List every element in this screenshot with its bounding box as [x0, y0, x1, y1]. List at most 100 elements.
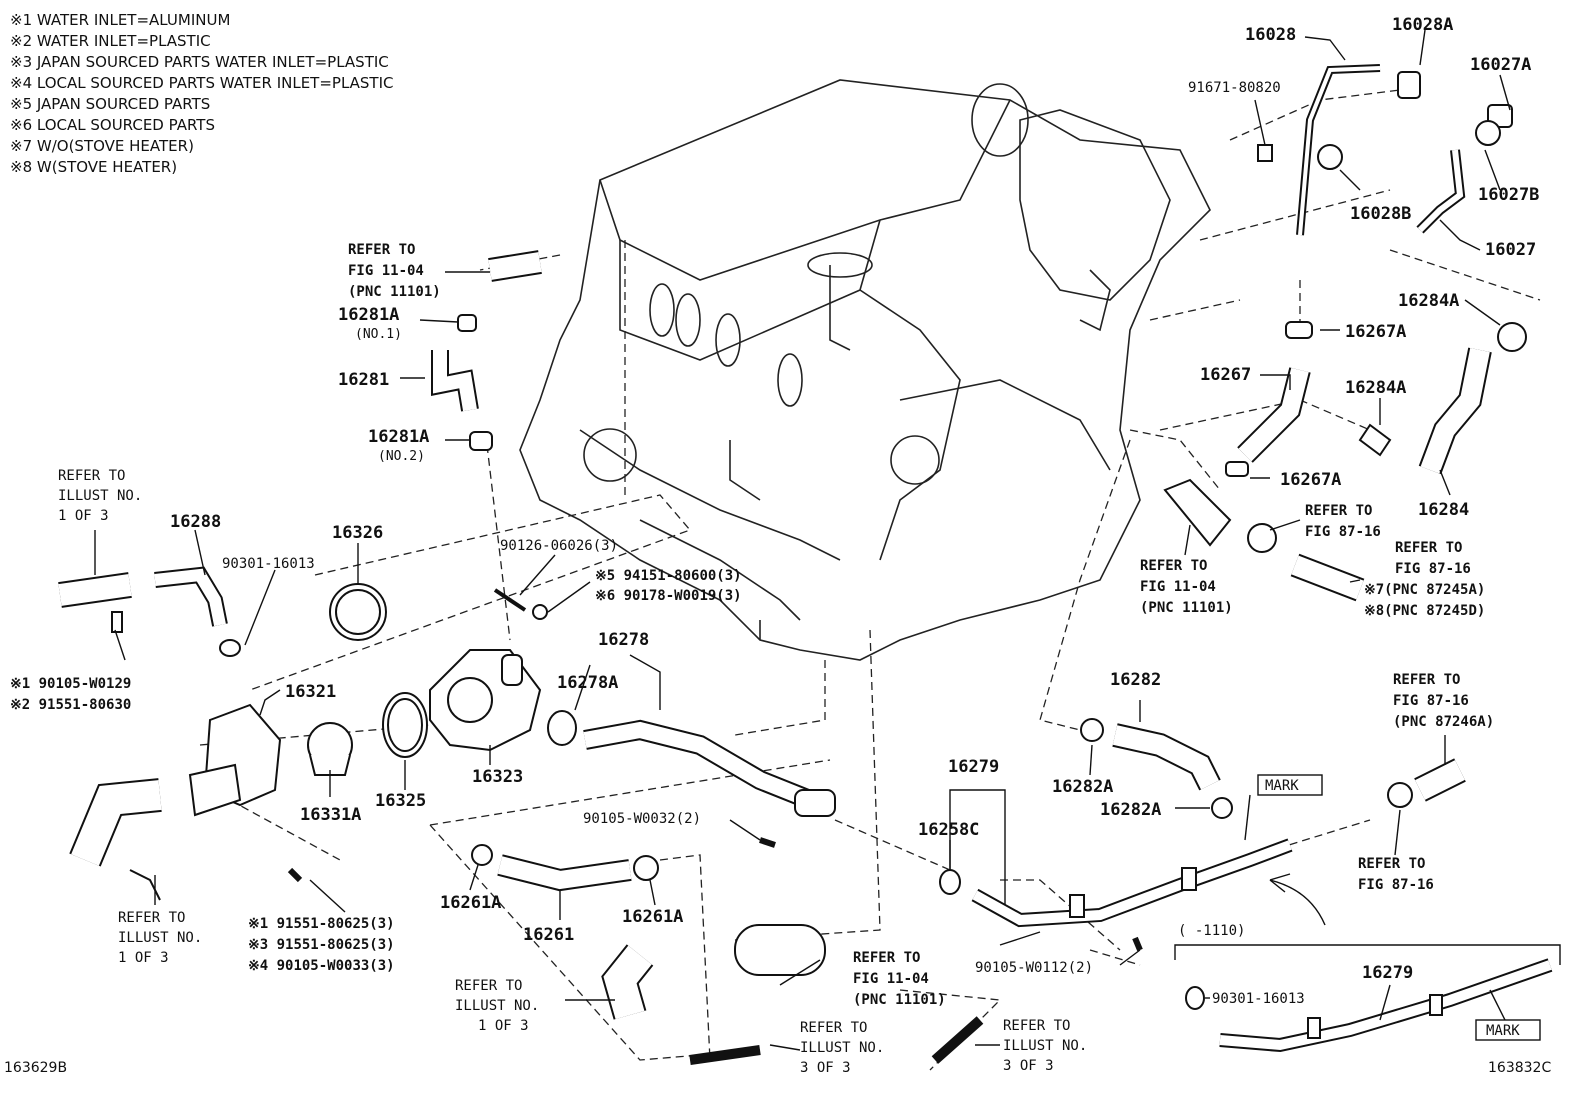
mark-label-inset: MARK — [1486, 1023, 1520, 1039]
label-16028A: 16028A — [1392, 15, 1453, 35]
label-90105-W0032: 90105-W0032(2) — [583, 811, 701, 827]
ref-fig87-d-line2: FIG 87-16 — [1358, 877, 1434, 893]
ref-fig87-c-line2: FIG 87-16 — [1393, 693, 1469, 709]
label-91551-80625-b: ※3 91551-80625(3) — [248, 937, 395, 953]
label-16284A-top: 16284A — [1398, 291, 1459, 311]
illust-c-line3: 1 OF 3 — [478, 1018, 529, 1034]
ref-top-line1: REFER TO — [348, 242, 415, 258]
illust-d-line2: ILLUST NO. — [800, 1040, 884, 1056]
illust-a-line2: ILLUST NO. — [58, 488, 142, 504]
inset-label-16279: 16279 — [1362, 963, 1413, 983]
ref-fig87-a-line2: FIG 87-16 — [1305, 524, 1381, 540]
legend-note-6: ※6 LOCAL SOURCED PARTS — [10, 116, 215, 134]
ref-fig87-c-line1: REFER TO — [1393, 672, 1460, 688]
legend-notes: ※1 WATER INLET=ALUMINUM ※2 WATER INLET=P… — [10, 10, 394, 178]
label-16288: 16288 — [170, 512, 221, 532]
ref-fig87-b-line3: ※7(PNC 87245A) — [1364, 582, 1485, 598]
illust-c-line2: ILLUST NO. — [455, 998, 539, 1014]
part-labels: 16028 16028A 16027A 91671-80820 16027B 1… — [10, 15, 1539, 1076]
illustration-code-left: 163629B — [4, 1060, 68, 1076]
ref-fig11-b-line2: FIG 11-04 — [853, 971, 929, 987]
label-16325: 16325 — [375, 791, 426, 811]
legend-note-1: ※1 WATER INLET=ALUMINUM — [10, 11, 231, 29]
label-16281: 16281 — [338, 370, 389, 390]
illust-b-line2: ILLUST NO. — [118, 930, 202, 946]
label-16027B: 16027B — [1478, 185, 1539, 205]
label-90105-W0129: ※1 90105-W0129 — [10, 676, 131, 692]
label-16267A-mid: 16267A — [1280, 470, 1341, 490]
label-16261A-b: 16261A — [622, 907, 683, 927]
illust-e-line2: ILLUST NO. — [1003, 1038, 1087, 1054]
label-90105-W0033: ※4 90105-W0033(3) — [248, 958, 395, 974]
illust-e-line1: REFER TO — [1003, 1018, 1070, 1034]
ref-fig87-b-line1: REFER TO — [1395, 540, 1462, 556]
label-16331A: 16331A — [300, 805, 361, 825]
label-16281A-no1-sub: (NO.1) — [355, 327, 402, 342]
legend-note-5: ※5 JAPAN SOURCED PARTS — [10, 95, 211, 113]
illust-b-line3: 1 OF 3 — [118, 950, 169, 966]
label-16027: 16027 — [1485, 240, 1536, 260]
ref-top-line3: (PNC 11101) — [348, 284, 441, 300]
label-91551-80630: ※2 91551-80630 — [10, 697, 131, 713]
label-90126-06026: 90126-06026(3) — [500, 538, 618, 554]
ref-fig87-b-line4: ※8(PNC 87245D) — [1364, 603, 1485, 619]
label-16028: 16028 — [1245, 25, 1296, 45]
leader-lines — [94, 29, 1511, 1051]
inset-label-90301-16013: 90301-16013 — [1212, 991, 1305, 1007]
label-16028B: 16028B — [1350, 204, 1411, 224]
illust-a-line1: REFER TO — [58, 468, 125, 484]
illust-d-line3: 3 OF 3 — [800, 1060, 851, 1076]
ref-fig87-a-line1: REFER TO — [1305, 503, 1372, 519]
label-16321: 16321 — [285, 682, 336, 702]
illust-b-line1: REFER TO — [118, 910, 185, 926]
illust-a-line3: 1 OF 3 — [58, 508, 109, 524]
ref-fig87-d-line1: REFER TO — [1358, 856, 1425, 872]
label-16027A: 16027A — [1470, 55, 1531, 75]
label-16281A-no1: 16281A — [338, 305, 399, 325]
label-16281A-no2: 16281A — [368, 427, 429, 447]
legend-note-3: ※3 JAPAN SOURCED PARTS WATER INLET=PLAST… — [10, 53, 389, 71]
mark-box-main — [1257, 774, 1323, 796]
mark-label-main: MARK — [1265, 778, 1299, 794]
legend-note-4: ※4 LOCAL SOURCED PARTS WATER INLET=PLAST… — [10, 74, 394, 92]
label-16282A-b: 16282A — [1100, 800, 1161, 820]
illust-d-line1: REFER TO — [800, 1020, 867, 1036]
inset-range: ( -1110) — [1178, 923, 1245, 939]
label-16258C: 16258C — [918, 820, 979, 840]
label-16279: 16279 — [948, 757, 999, 777]
ref-fig87-c-line3: (PNC 87246A) — [1393, 714, 1494, 730]
label-16278: 16278 — [598, 630, 649, 650]
label-16282A-a: 16282A — [1052, 777, 1113, 797]
label-90178-W0019: ※6 90178-W0019(3) — [595, 588, 742, 604]
parts — [58, 64, 1561, 1065]
ref-fig11-r-line2: FIG 11-04 — [1140, 579, 1216, 595]
ref-fig11-b-line1: REFER TO — [853, 950, 920, 966]
ref-fig87-b-line2: FIG 87-16 — [1395, 561, 1471, 577]
legend-note-2: ※2 WATER INLET=PLASTIC — [10, 32, 211, 50]
mark-box-inset — [1475, 1019, 1541, 1041]
label-91551-80625-a: ※1 91551-80625(3) — [248, 916, 395, 932]
ref-top-line2: FIG 11-04 — [348, 263, 424, 279]
illustration-code-right: 163832C — [1488, 1060, 1552, 1076]
label-16278A: 16278A — [557, 673, 618, 693]
label-16281A-no2-sub: (NO.2) — [378, 449, 425, 464]
label-91671-80820: 91671-80820 — [1188, 80, 1281, 96]
label-16323: 16323 — [472, 767, 523, 787]
label-16267A-top: 16267A — [1345, 322, 1406, 342]
illust-e-line3: 3 OF 3 — [1003, 1058, 1054, 1074]
ref-fig11-b-line3: (PNC 11101) — [853, 992, 946, 1008]
legend-note-8: ※8 W(STOVE HEATER) — [10, 158, 178, 176]
label-16261A-a: 16261A — [440, 893, 501, 913]
legend-note-7: ※7 W/O(STOVE HEATER) — [10, 137, 194, 155]
label-16267: 16267 — [1200, 365, 1251, 385]
ref-fig11-r-line3: (PNC 11101) — [1140, 600, 1233, 616]
label-94151-80600: ※5 94151-80600(3) — [595, 568, 742, 584]
label-90301-16013: 90301-16013 — [222, 556, 315, 572]
engine-block — [519, 79, 1211, 661]
label-16261: 16261 — [523, 925, 574, 945]
label-16326: 16326 — [332, 523, 383, 543]
label-90105-W0112: 90105-W0112(2) — [975, 960, 1093, 976]
illust-c-line1: REFER TO — [455, 978, 522, 994]
label-16282: 16282 — [1110, 670, 1161, 690]
